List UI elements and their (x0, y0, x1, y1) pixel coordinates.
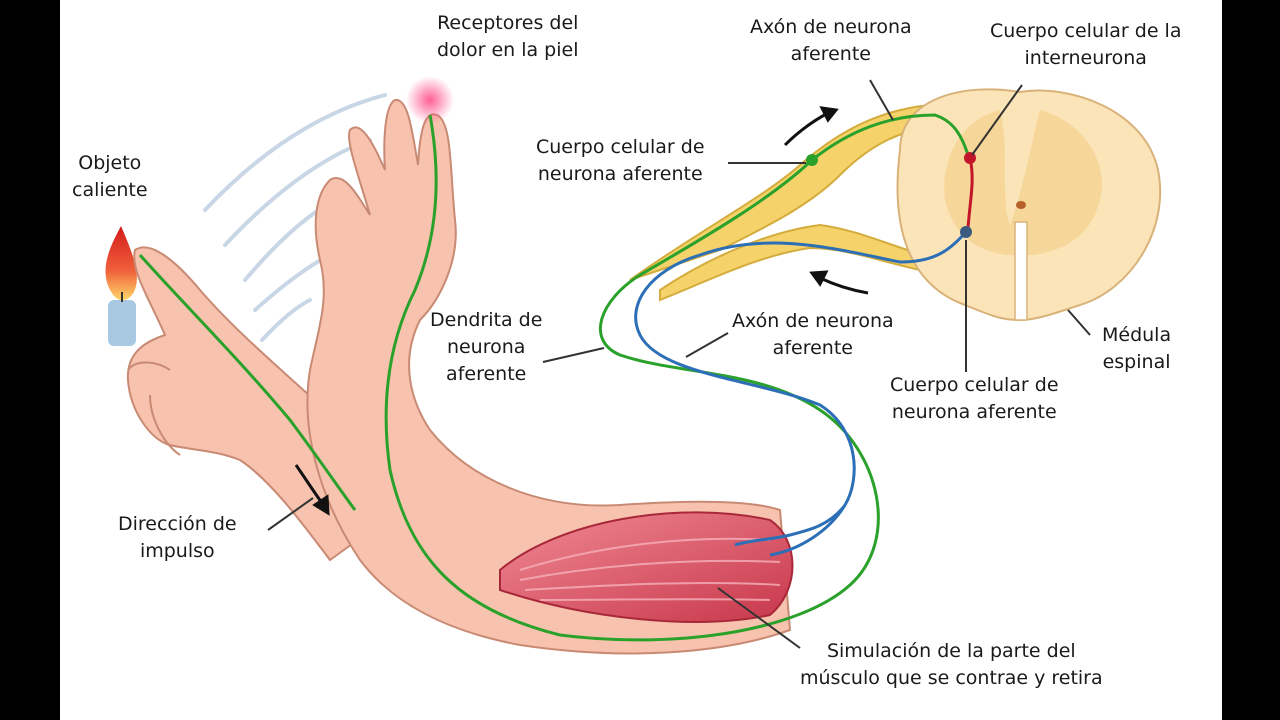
impulse-arrows (294, 106, 869, 516)
pain-receptor-glow (406, 76, 454, 124)
hot-object-candle (105, 226, 137, 346)
spinal-cord (896, 88, 1162, 322)
afferent-nerve-fiber (138, 113, 970, 642)
efferent-nerve-fiber (634, 231, 968, 557)
leader-lines (267, 79, 1091, 649)
biceps-muscle (499, 511, 794, 623)
motion-lines (203, 93, 387, 342)
